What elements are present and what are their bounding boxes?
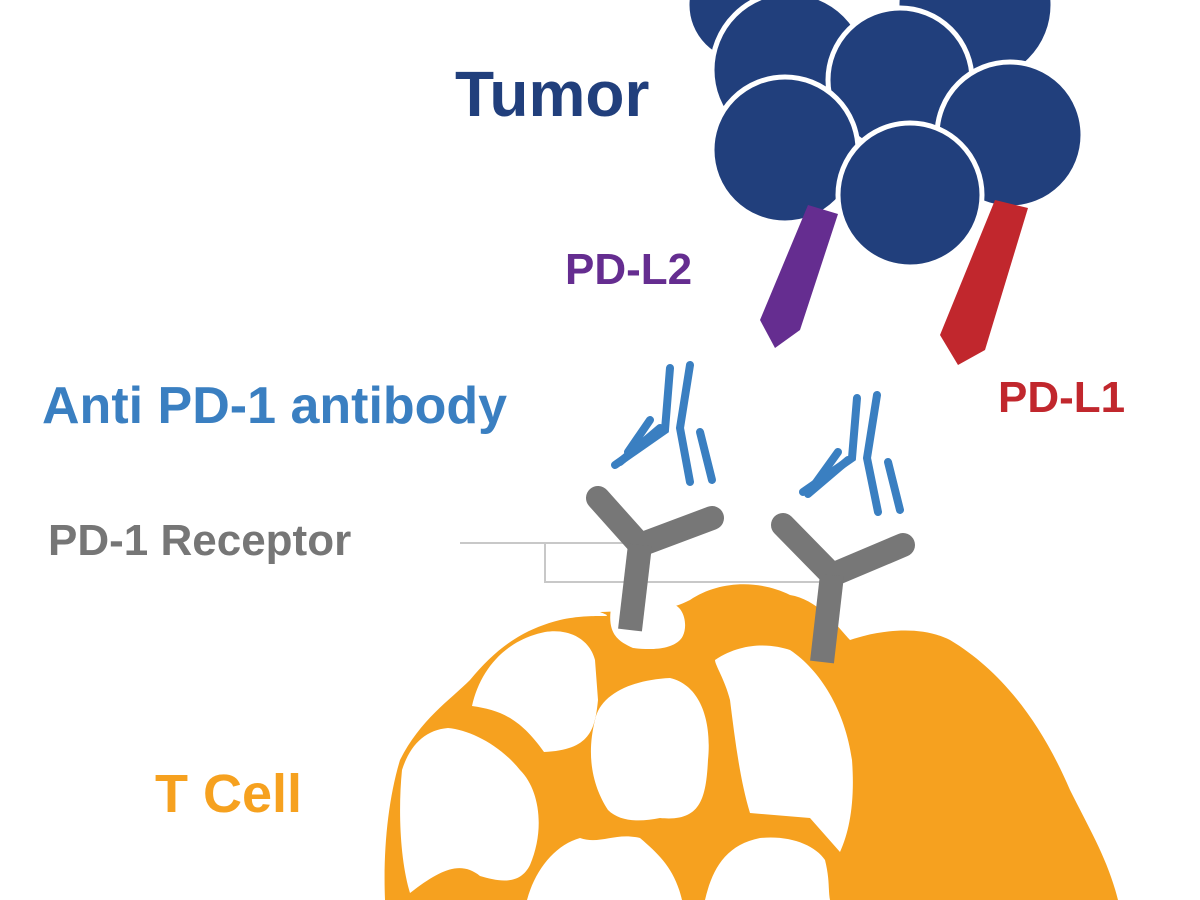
pd-1-receptor-label: PD-1 Receptor [48,516,351,565]
t-cell [384,584,1119,900]
antibody-label: Anti PD-1 antibody [42,377,507,435]
receptor-leader-lines [460,542,833,583]
pd-l2-ligand [760,205,838,348]
t-cell-label: T Cell [155,764,302,824]
antibody-right [799,391,904,516]
pd-l1-ligand [940,200,1028,365]
tumor-label: Tumor [455,58,649,130]
pd-l2-label: PD-L2 [565,245,692,294]
pd-l1-label: PD-L1 [998,373,1125,422]
pd-1-receptor-left [586,486,724,632]
pd-1-receptor-right [771,513,915,664]
antibody-left [611,361,716,486]
tumor-cells [684,0,1086,270]
